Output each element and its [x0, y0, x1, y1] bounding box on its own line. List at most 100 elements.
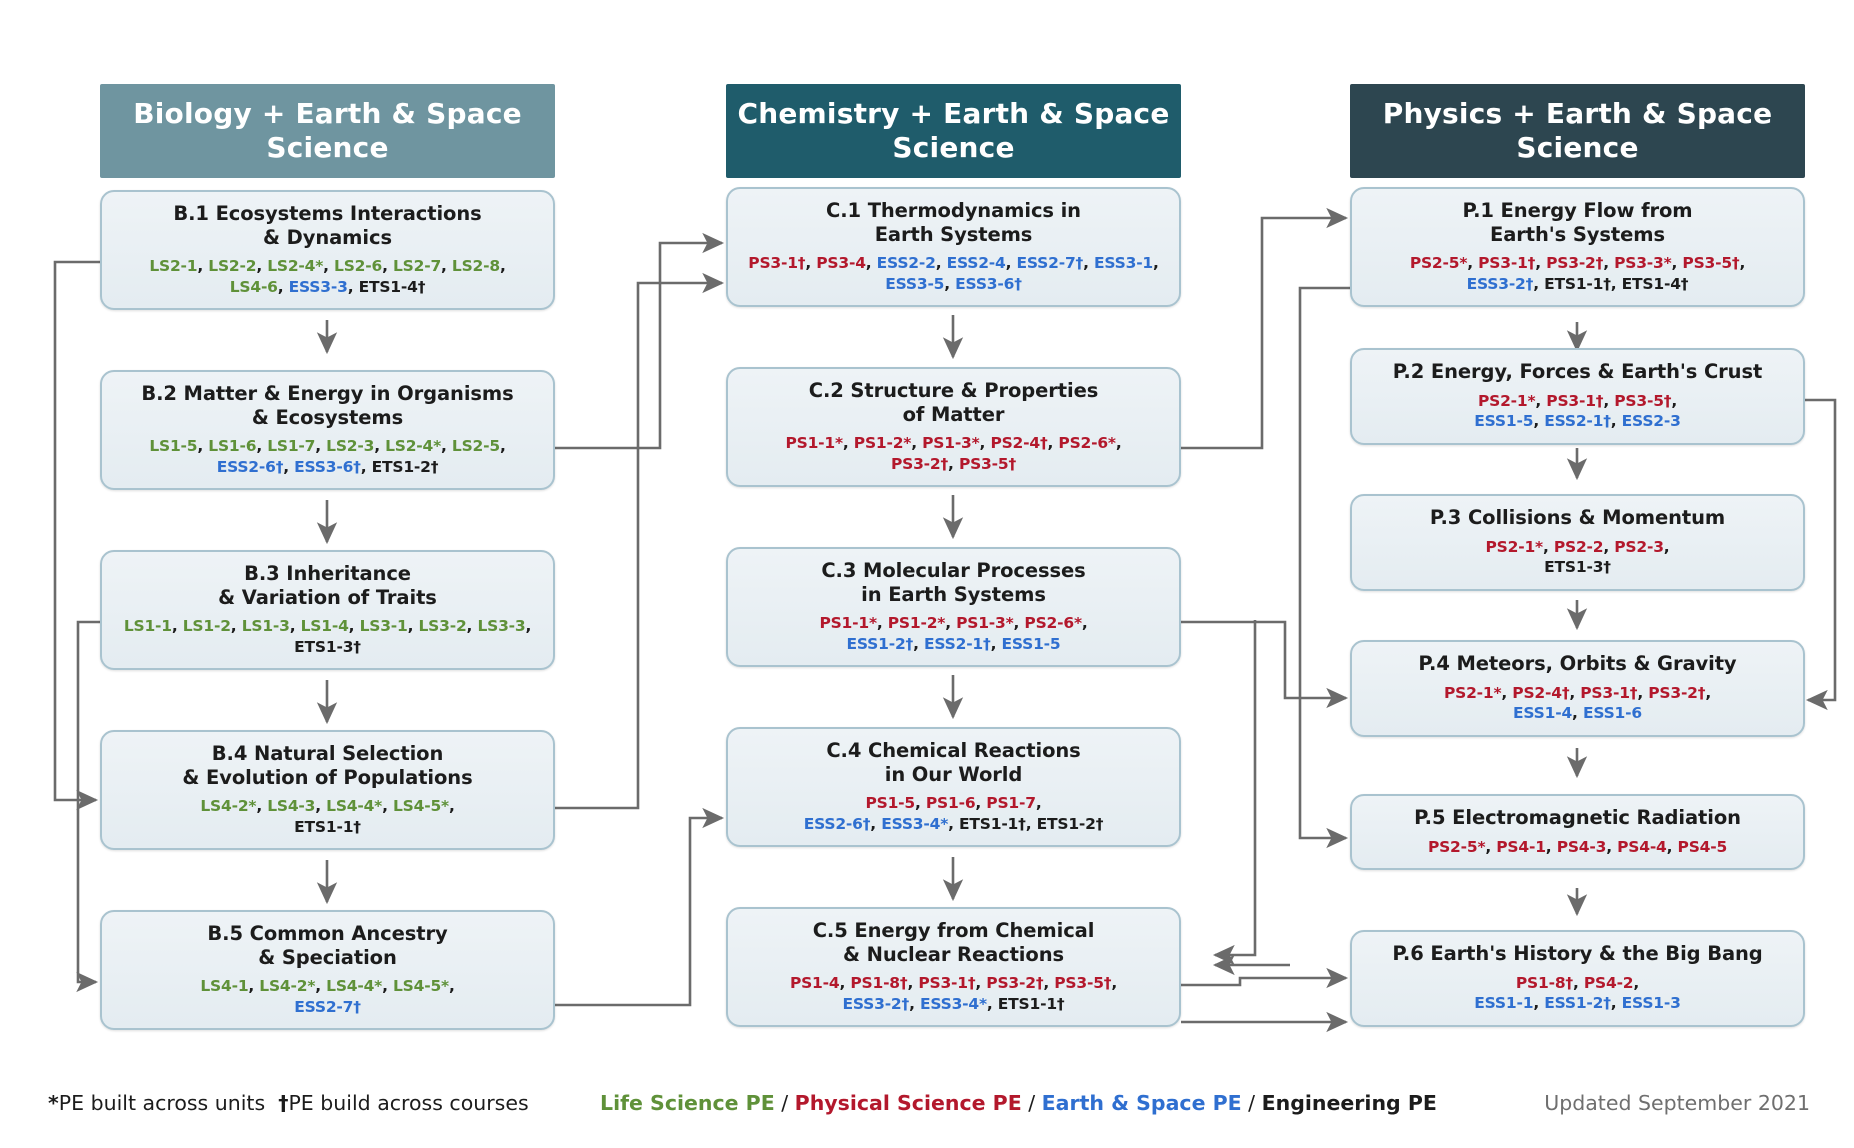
pe-code: , [913, 634, 924, 653]
pe-code: PS3-5† [958, 454, 1017, 473]
unit-card-c4[interactable]: C.4 Chemical Reactions in Our World PS1-… [726, 727, 1181, 848]
pe-code: , [1606, 837, 1618, 856]
pe-code: , [256, 437, 268, 456]
pe-code: , [1533, 412, 1545, 431]
pe-code: LS2-5 [451, 437, 500, 456]
pe-code: , [1047, 434, 1059, 453]
pe-code: ESS1-6 [1582, 704, 1642, 723]
unit-card-b3[interactable]: B.3 Inheritance & Variation of Traits LS… [100, 550, 555, 671]
unit-title-p6: P.6 Earth's History & the Big Bang [1392, 942, 1763, 965]
pe-code: , [975, 794, 987, 813]
pe-code: , [197, 257, 209, 276]
pe-code: ESS2-2 [876, 254, 936, 273]
pe-code: , [289, 617, 301, 636]
unit-card-c3[interactable]: C.3 Molecular Processes in Earth Systems… [726, 547, 1181, 668]
pe-code: LS2-7 [392, 257, 442, 276]
pe-code: ESS2-7† [1016, 254, 1084, 273]
pe-code: ETS1-1† [997, 994, 1065, 1013]
pe-code: ESS3-2† [842, 994, 910, 1013]
unit-card-c2[interactable]: C.2 Structure & Properties of Matter PS1… [726, 367, 1181, 488]
unit-card-p2[interactable]: P.2 Energy, Forces & Earth's Crust PS2-1… [1350, 348, 1805, 445]
column-biology: Biology + Earth & Space Science [100, 84, 555, 178]
pe-code: LS1-6 [208, 437, 257, 456]
pe-code: ESS3-5 [885, 274, 945, 293]
pe-code: ETS1-3† [1544, 558, 1611, 577]
pe-code: PS3-3* [1614, 254, 1672, 273]
unit-codes-p1: PS2-5*, PS3-1†, PS3-2†, PS3-3*, PS3-5†,E… [1364, 253, 1791, 294]
pe-code: PS1-5 [865, 794, 915, 813]
pe-code: , [1115, 434, 1122, 453]
pe-code: , [1025, 814, 1037, 833]
pe-code: , [876, 614, 888, 633]
pe-code: , [805, 254, 817, 273]
pe-code: PS4-5 [1677, 837, 1728, 856]
pe-code: , [448, 977, 455, 996]
unit-card-c1[interactable]: C.1 Thermodynamics in Earth Systems PS3-… [726, 187, 1181, 308]
unit-title-b5: B.5 Common Ancestry & Speciation [207, 922, 448, 969]
pe-code: ESS2-6† [803, 814, 871, 833]
pe-code: PS3-5† [1682, 254, 1740, 273]
unit-card-p4[interactable]: P.4 Meteors, Orbits & Gravity PS2-1*, PS… [1350, 640, 1805, 737]
unit-card-p1[interactable]: P.1 Energy Flow from Earth's Systems PS2… [1350, 187, 1805, 308]
unit-card-b2[interactable]: B.2 Matter & Energy in Organisms & Ecosy… [100, 370, 555, 491]
pe-code: , [986, 994, 998, 1013]
pe-code: LS1-3 [241, 617, 290, 636]
legend-key-item: Physical Science PE [794, 1091, 1022, 1115]
pe-code: LS4-4* [326, 977, 383, 996]
unit-title-p2: P.2 Energy, Forces & Earth's Crust [1392, 360, 1763, 383]
pe-code: ESS1-5 [1474, 412, 1534, 431]
unit-title-p1: P.1 Energy Flow from Earth's Systems [1462, 199, 1693, 246]
pe-code: PS1-4 [789, 974, 840, 993]
unit-card-c5[interactable]: C.5 Energy from Chemical & Nuclear React… [726, 907, 1181, 1028]
pe-code: , [348, 617, 360, 636]
pe-code: , [839, 974, 851, 993]
pe-code: , [441, 437, 452, 456]
pe-code: , [347, 277, 359, 296]
pe-code: PS2-1* [1443, 683, 1502, 702]
pe-code: , [277, 277, 289, 296]
pe-code: PS1-1* [785, 434, 843, 453]
pe-code: PS3-1† [918, 974, 976, 993]
pe-code: ESS1-4 [1513, 704, 1573, 723]
unit-card-p6[interactable]: P.6 Earth's History & the Big Bang PS1-8… [1350, 930, 1805, 1027]
pe-code: , [171, 617, 183, 636]
pe-code: ESS3-2† [1466, 274, 1534, 293]
pe-code: PS2-2 [1553, 537, 1604, 556]
unit-codes-p4: PS2-1*, PS2-4†, PS3-1†, PS3-2†,ESS1-4, E… [1364, 683, 1791, 724]
pe-code: , [909, 994, 920, 1013]
unit-card-b5[interactable]: B.5 Common Ancestry & Speciation LS4-1, … [100, 910, 555, 1031]
pe-code: , [1610, 274, 1622, 293]
pe-code: , [1081, 614, 1088, 633]
pe-code: ETS1-1† [959, 814, 1026, 833]
pe-code: , [945, 614, 957, 633]
pe-code: PS3-1† [1580, 683, 1638, 702]
pe-code: PS2-5* [1409, 254, 1468, 273]
pe-code: , [407, 617, 419, 636]
unit-title-p3: P.3 Collisions & Momentum [1429, 506, 1726, 529]
pe-code: ETS1-1† [294, 817, 361, 836]
pe-code: , [466, 617, 478, 636]
unit-card-p3[interactable]: P.3 Collisions & Momentum PS2-1*, PS2-2,… [1350, 494, 1805, 591]
pe-code: , [914, 794, 926, 813]
pe-code: ESS3-4* [881, 814, 949, 833]
unit-card-p5[interactable]: P.5 Electromagnetic Radiation PS2-5*, PS… [1350, 794, 1805, 871]
legend-key-item: Life Science PE [600, 1091, 775, 1115]
unit-card-b4[interactable]: B.4 Natural Selection & Evolution of Pop… [100, 730, 555, 851]
unit-card-b1[interactable]: B.1 Ecosystems Interactions & Dynamics L… [100, 190, 555, 311]
pe-code: , [1533, 274, 1545, 293]
pe-code: , [323, 257, 335, 276]
legend-separator: / [774, 1091, 795, 1115]
legend-bar: *PE built across units †PE build across … [0, 1075, 1854, 1131]
pe-code: LS1-1 [123, 617, 172, 636]
unit-title-b4: B.4 Natural Selection & Evolution of Pop… [182, 742, 473, 789]
pe-code: , [1671, 391, 1678, 410]
pe-code: ESS1-5 [1001, 634, 1061, 653]
legend-separator: / [1021, 1091, 1042, 1115]
pe-code: , [907, 974, 919, 993]
pe-code: LS1-5 [149, 437, 198, 456]
unit-title-b2: B.2 Matter & Energy in Organisms & Ecosy… [141, 382, 514, 429]
pe-code: ESS2-1† [1544, 412, 1611, 431]
pe-code: ESS2-1† [923, 634, 991, 653]
pe-code: , [1535, 391, 1547, 410]
